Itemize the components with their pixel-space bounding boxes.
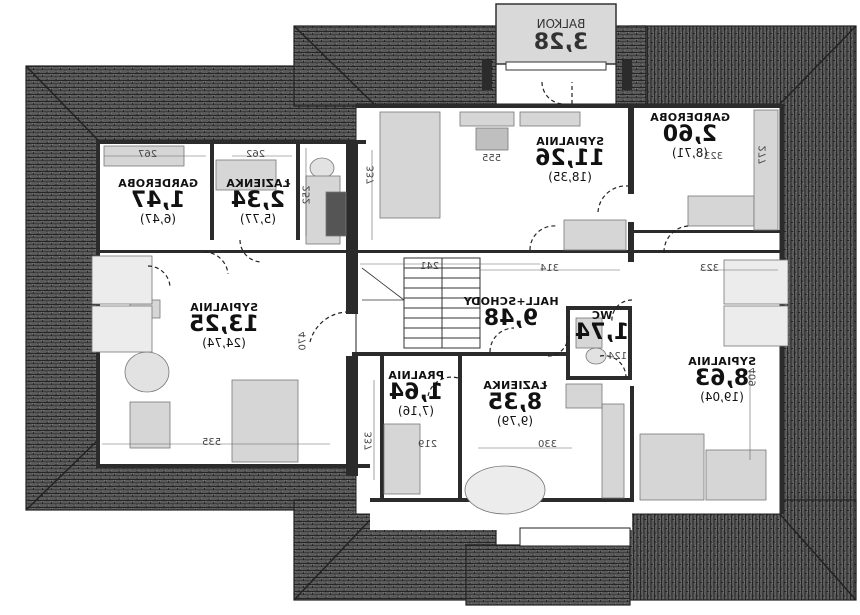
room-area: 8,35 xyxy=(487,390,543,415)
room-area-total: (18,35) xyxy=(548,170,592,184)
dimension-label: 323 xyxy=(700,263,720,274)
room-label-lazienka-small: ŁAZIENKA 2,34 (5,77) xyxy=(218,177,298,226)
room-area-total: (8,71) xyxy=(671,146,709,160)
dimension-label: 241 xyxy=(420,261,440,272)
room-label-wc: WC 1,74 xyxy=(572,309,632,345)
dimension-label: 337 xyxy=(365,165,377,185)
room-area: 1,74 xyxy=(574,320,630,345)
balcony xyxy=(495,3,617,71)
room-label-balkon: BALKON 3,28 xyxy=(528,17,594,55)
room-area-total: (6,47) xyxy=(139,212,177,226)
room-area-total: (24,74) xyxy=(202,336,246,350)
dimension-label: 124 xyxy=(608,351,628,362)
dimension-label: 252 xyxy=(301,185,313,205)
room-area-total: (5,77) xyxy=(239,212,277,226)
dimension-label: 330 xyxy=(538,439,558,450)
room-name: BALKON xyxy=(536,17,586,31)
dimension-label: 470 xyxy=(297,331,309,351)
room-label-garderoba-right: GARDEROBA 2,60 (8,71) xyxy=(640,111,740,160)
dimension-lines xyxy=(102,148,778,480)
dimension-label: 337 xyxy=(363,431,375,451)
dimension-label: 262 xyxy=(246,149,266,160)
room-area: 13,25 xyxy=(189,312,259,337)
room-area: 11,26 xyxy=(535,146,605,171)
room-label-hall: HALL+SCHODY 9,48 xyxy=(456,295,566,331)
room-label-pralnia: PRALNIA 1,64 (7,16) xyxy=(384,369,448,418)
room-area: 2,34 xyxy=(230,188,286,213)
room-label-lazienka-main: ŁAZIENKA 8,35 (9,79) xyxy=(470,379,560,428)
doors xyxy=(147,81,689,397)
room-area: 1,64 xyxy=(388,380,444,405)
dimension-label: 535 xyxy=(202,437,222,448)
room-label-sypialnia-left: SYPIALNIA 13,25 (24,74) xyxy=(176,301,272,350)
room-label-sypialnia-top: SYPIALNIA 11,26 (18,35) xyxy=(522,135,618,184)
room-area: 2,60 xyxy=(662,122,718,147)
dimension-label: 314 xyxy=(540,263,560,274)
room-label-garderoba-left: GARDEROBA 1,47 (6,47) xyxy=(106,177,210,226)
staircase xyxy=(361,257,481,349)
room-area-total: (19,04) xyxy=(700,390,744,404)
room-area-total: (9,79) xyxy=(496,414,534,428)
dimension-label: 323 xyxy=(704,151,724,162)
room-area: 9,48 xyxy=(483,306,539,331)
dimension-label: 277 xyxy=(757,145,769,165)
dimension-label: 555 xyxy=(482,153,502,164)
dimension-label: 219 xyxy=(418,439,438,450)
dimension-label: 267 xyxy=(138,149,158,160)
room-area-total: (7,16) xyxy=(397,404,435,418)
furniture xyxy=(91,109,789,515)
dimension-label: 409 xyxy=(747,367,759,387)
room-area: 3,28 xyxy=(533,30,589,55)
room-area: 1,47 xyxy=(130,188,186,213)
